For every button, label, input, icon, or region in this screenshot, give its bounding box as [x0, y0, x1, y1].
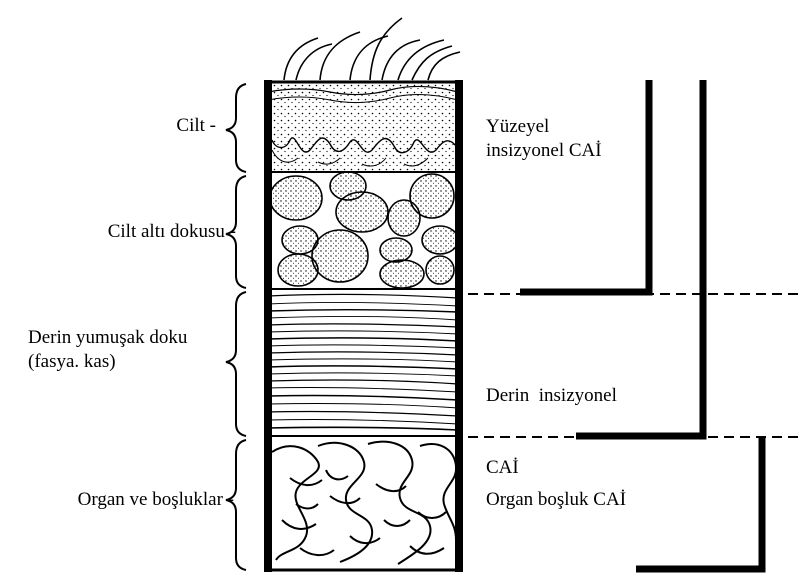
label-deep-soft-tissue: Derin yumuşak doku (fasya. kas) [28, 326, 187, 374]
label-deep-line2: CAİ [486, 456, 617, 480]
label-organ-space: Organ ve boşluklar - [78, 488, 234, 512]
label-organ-ssi: Organ boşluk CAİ [486, 488, 626, 512]
label-deep-soft-tissue-line2: (fasya. kas) [28, 350, 187, 374]
brace-deep-tissue [226, 292, 246, 436]
hair-strokes [284, 18, 460, 80]
label-deep-line1: Derin insizyonel [486, 384, 617, 408]
brace-skin [226, 84, 246, 172]
label-subcutaneous: Cilt altı dokusu - [108, 220, 236, 244]
label-deep-ssi: Derin insizyonel CAİ [486, 336, 617, 504]
label-superficial-line2: insizyonel CAİ [486, 139, 602, 163]
label-superficial-line1: Yüzeyel [486, 115, 602, 139]
bracket-organ [636, 438, 762, 569]
label-skin: Cilt - [176, 114, 216, 138]
label-deep-soft-tissue-line1: Derin yumuşak doku [28, 326, 187, 350]
skin-layer [268, 82, 458, 172]
muscle-fibres [268, 289, 458, 436]
organ-folds [272, 442, 456, 564]
label-superficial-ssi: Yüzeyel insizyonel CAİ [486, 115, 602, 163]
bracket-superficial [520, 80, 649, 292]
fat-lobules [270, 172, 458, 288]
